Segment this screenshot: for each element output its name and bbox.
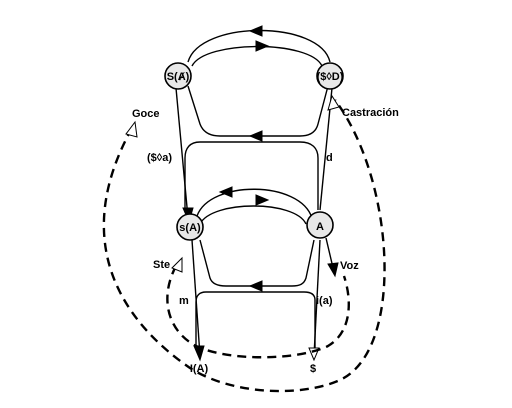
lower-outer-arc-arrowhead [218, 186, 233, 198]
label-ste: Ste [153, 259, 170, 271]
label-voz: Voz [340, 260, 359, 272]
middle-connector [184, 141, 319, 210]
voz-arrowhead [327, 262, 339, 278]
svg-text:A: A [316, 221, 324, 233]
upper-return-arrowhead [248, 130, 263, 142]
sa-to-s-a-line [175, 87, 189, 219]
label-m: m [179, 295, 189, 307]
node-s-barred: $ [310, 363, 316, 375]
inner-dashed-loop [166, 265, 350, 359]
node-s-a: s(A) [176, 213, 204, 241]
svg-text:S(Ⱥ): S(Ⱥ) [167, 71, 190, 83]
s-a-to-i-a-line [191, 239, 201, 357]
upper-return-loop [187, 85, 329, 137]
svg-text:($◊D): ($◊D) [317, 71, 344, 83]
outer-dashed-loop [102, 99, 386, 393]
node-i-a-bottom: I(A) [190, 363, 209, 375]
lower-return-arrowhead [248, 280, 263, 292]
upper-outer-arc-arrowhead [248, 25, 263, 37]
lower-inner-arc-arrowhead [255, 194, 270, 206]
bottom-connector [195, 291, 316, 350]
label-castracion: Castración [342, 107, 399, 119]
ste-arrowhead [171, 256, 183, 273]
label-goce: Goce [132, 108, 160, 120]
lower-inner-arc [199, 205, 307, 225]
label-s-losange-a: ($◊a) [147, 152, 172, 164]
upper-inner-arc-arrowhead [255, 40, 270, 52]
lower-outer-arc [196, 188, 313, 219]
goce-arrowhead [125, 120, 138, 138]
a-to-s-line [313, 239, 321, 357]
lower-return-loop [199, 239, 315, 287]
svg-text:s(A): s(A) [179, 222, 201, 234]
castracion-arrowhead [327, 94, 340, 111]
node-s-losange-d: ($◊D) [316, 62, 344, 90]
label-i-a: i(a) [316, 295, 333, 307]
node-s-barred-a: S(Ⱥ) [164, 62, 192, 90]
node-a: A [306, 211, 334, 239]
label-d: d [326, 152, 333, 164]
